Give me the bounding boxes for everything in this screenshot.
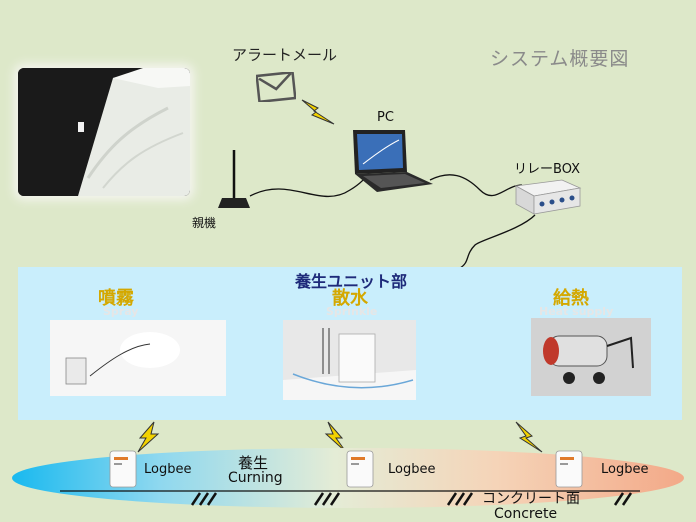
- curing-unit-title: 養生ユニット部: [295, 272, 408, 291]
- laptop-icon: [353, 130, 433, 192]
- mail-icon: [256, 72, 296, 102]
- sprinkle-image: [283, 320, 416, 400]
- sprinkle-label: 散水: [332, 288, 368, 309]
- heat-en-label: Heat supply: [539, 305, 614, 318]
- lightning-icon: [515, 421, 543, 453]
- concrete-label: コンクリート面: [482, 491, 580, 507]
- heat-supply-image: [531, 318, 651, 396]
- logbee-sensor-icon: [346, 450, 374, 488]
- logbee-sensor-icon: [555, 450, 583, 488]
- relay-box-label: リレーBOX: [514, 162, 580, 177]
- curing-sheet-photo: [18, 68, 190, 196]
- curing-label: 養生: [238, 454, 269, 472]
- alert-mail-label: アラートメール: [232, 46, 338, 64]
- relay-box-icon: [514, 179, 582, 215]
- logbee-label: Logbee: [601, 462, 649, 477]
- parent-unit-label: 親機: [192, 216, 217, 230]
- antenna-icon: [218, 150, 250, 208]
- lightning-icon: [301, 99, 335, 125]
- logbee-sensor-icon: [109, 450, 137, 488]
- spray-en-label: Spray: [103, 305, 139, 318]
- logbee-label: Logbee: [144, 462, 192, 477]
- sprinkle-en-label: Sprinkle: [326, 305, 378, 318]
- spray-label: 噴霧: [98, 288, 134, 309]
- heat-label: 給熱: [553, 288, 589, 309]
- pc-label: PC: [377, 110, 394, 125]
- spray-image: [50, 320, 226, 396]
- diagram-title: システム概要図: [490, 48, 630, 70]
- logbee-label: Logbee: [388, 462, 436, 477]
- lightning-icon: [137, 421, 160, 453]
- curing-en-label: Curning: [228, 470, 283, 486]
- concrete-en-label: Concrete: [494, 506, 558, 522]
